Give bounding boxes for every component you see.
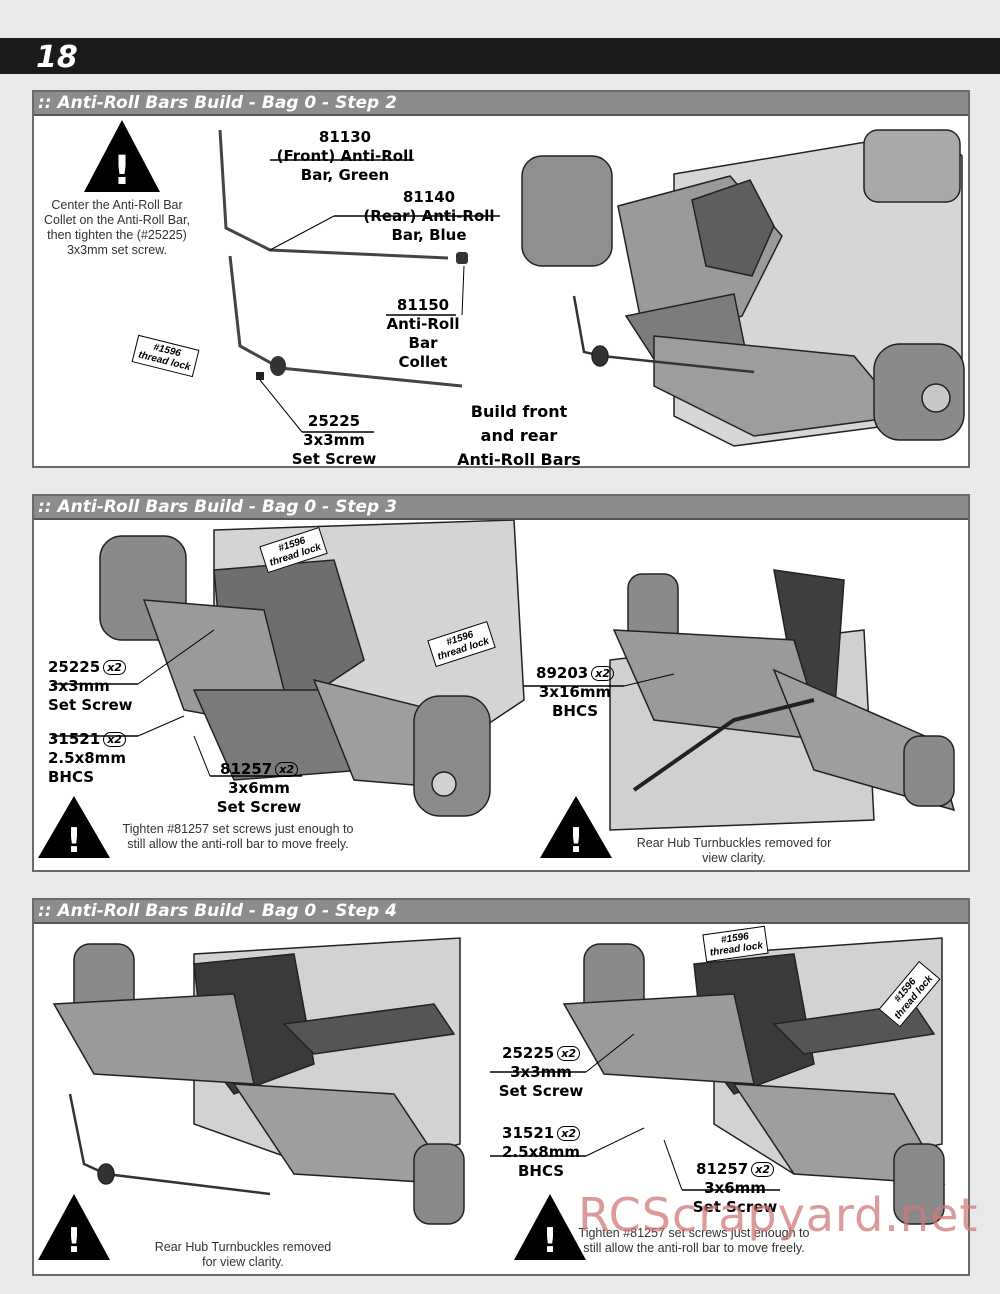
part-81140-number: 81140 <box>402 188 456 206</box>
part-81130-name: (Front) Anti-Roll <box>276 147 414 165</box>
step-3-title: :: Anti-Roll Bars Build - Bag 0 - Step 3 <box>34 496 968 520</box>
set-screw-part <box>256 372 264 380</box>
step-3-panel: :: Anti-Roll Bars Build - Bag 0 - Step 3… <box>32 494 970 872</box>
warning-icon: ! <box>84 120 160 194</box>
part-81257-name: 3x6mm <box>704 1179 766 1197</box>
qty-badge: x2 <box>591 666 614 681</box>
watermark: RCScrapyard.net <box>578 1188 979 1242</box>
caption-line2: and rear <box>480 426 558 445</box>
svg-text:!: ! <box>113 148 131 194</box>
part-81257-name2: Set Screw <box>692 1198 778 1216</box>
part-31521-name: 2.5x8mm <box>48 749 126 767</box>
step-2-diagram: ! <box>84 120 965 447</box>
part-81140-label: 81140 (Rear) Anti-Roll Bar, Blue <box>354 188 504 245</box>
part-81130-number: 81130 <box>318 128 372 146</box>
warning-icon-right: ! <box>540 796 612 861</box>
part-81130-label: 81130 (Front) Anti-Roll Bar, Green <box>270 128 420 185</box>
chassis-illustration-left <box>52 937 465 1225</box>
part-31521-name: 2.5x8mm <box>502 1143 580 1161</box>
front-anti-roll-bar <box>218 129 449 260</box>
part-25225-number: 25225 <box>48 658 101 676</box>
step-4-warning-left: Rear Hub Turnbuckles removed for view cl… <box>154 1240 332 1269</box>
page-top-margin <box>0 0 1000 38</box>
part-25225-name: 3x3mm <box>48 677 110 695</box>
svg-text:!: ! <box>66 821 82 861</box>
step-2-warning-note: Center the Anti-Roll Bar Collet on the A… <box>44 198 190 257</box>
part-25225-name2: Set Screw <box>48 696 133 714</box>
qty-badge: x2 <box>557 1046 580 1061</box>
svg-text:!: ! <box>542 1221 558 1261</box>
part-81150-name2: Bar <box>408 334 438 352</box>
part-25225-label: 25225 3x3mm Set Screw <box>284 412 384 469</box>
step-4-panel: :: Anti-Roll Bars Build - Bag 0 - Step 4… <box>32 898 970 1276</box>
part-25225-number: 25225 <box>307 412 361 430</box>
part-81130-name2: Bar, Green <box>300 166 390 184</box>
page-number: 18 <box>36 40 78 75</box>
part-89203-number: 89203 <box>536 664 589 682</box>
part-81257-number: 81257 <box>220 760 273 778</box>
chassis-illustration-left <box>99 520 525 817</box>
part-81150-name: Anti-Roll <box>386 315 460 333</box>
part-89203-name: 3x16mm <box>538 683 612 701</box>
qty-badge: x2 <box>103 660 126 675</box>
part-81150-label: 81150 Anti-Roll Bar Collet <box>378 296 468 372</box>
part-81257-number: 81257 <box>696 1160 749 1178</box>
step-2-title: :: Anti-Roll Bars Build - Bag 0 - Step 2 <box>34 92 968 116</box>
part-81257-name: 3x6mm <box>228 779 290 797</box>
collet-on-bar <box>270 356 286 376</box>
page-header-bar <box>0 38 1000 74</box>
step-4-title: :: Anti-Roll Bars Build - Bag 0 - Step 4 <box>34 900 968 924</box>
part-25225-name2: Set Screw <box>498 1082 584 1100</box>
qty-badge: x2 <box>103 732 126 747</box>
collet-part <box>456 252 468 264</box>
caption-line1: Build front <box>470 402 568 421</box>
qty-badge: x2 <box>557 1126 580 1141</box>
step-3-warning-right: Rear Hub Turnbuckles removed for view cl… <box>636 836 832 865</box>
chassis-illustration-right <box>609 569 956 831</box>
part-81257-name2: Set Screw <box>216 798 302 816</box>
qty-badge: x2 <box>275 762 298 777</box>
part-81140-name2: Bar, Blue <box>391 226 467 244</box>
part-25225-name: 3x3mm <box>303 431 365 449</box>
part-25225-name2: Set Screw <box>291 450 377 468</box>
part-25225-name: 3x3mm <box>510 1063 572 1081</box>
caption-line3: Anti-Roll Bars <box>457 450 581 469</box>
part-81150-number: 81150 <box>396 296 450 314</box>
warning-icon-left: ! <box>38 1194 110 1261</box>
step-4-warning-right: Tighten #81257 set screws just enough to… <box>578 1226 810 1255</box>
part-25225-number: 25225 <box>502 1044 555 1062</box>
part-81150-name3: Collet <box>398 353 448 371</box>
warning-icon-left: ! <box>38 796 110 861</box>
part-89203-name2: BHCS <box>551 702 599 720</box>
svg-text:!: ! <box>66 1221 82 1261</box>
step-2-panel: :: Anti-Roll Bars Build - Bag 0 - Step 2… <box>32 90 970 469</box>
chassis-illustration <box>521 129 965 447</box>
svg-text:!: ! <box>568 821 584 861</box>
step-3-warning-left: Tighten #81257 set screws just enough to… <box>122 822 354 851</box>
warning-icon-right: ! <box>514 1194 586 1261</box>
qty-badge: x2 <box>751 1162 774 1177</box>
part-81140-name: (Rear) Anti-Roll <box>363 207 495 225</box>
step-2-caption: Build front and rear Anti-Roll Bars <box>434 400 604 472</box>
rear-anti-roll-bar <box>228 255 463 388</box>
part-31521-number: 31521 <box>502 1124 555 1142</box>
part-31521-number: 31521 <box>48 730 101 748</box>
part-31521-name2: BHCS <box>48 768 95 786</box>
part-31521-name2: BHCS <box>517 1162 565 1180</box>
step-3-diagram: ! ! <box>38 520 956 861</box>
